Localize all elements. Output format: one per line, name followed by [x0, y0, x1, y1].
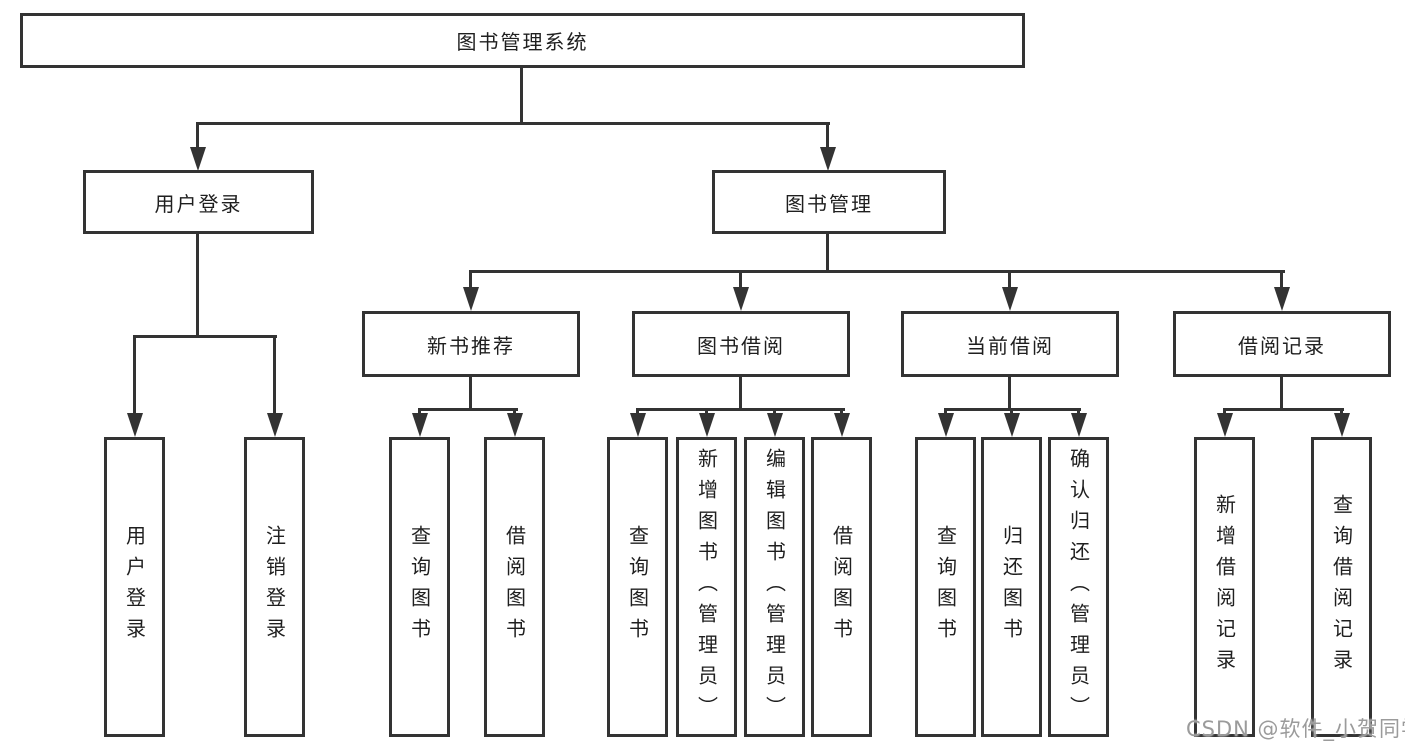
connector-stem	[1340, 408, 1343, 416]
connector-borrowing-split	[636, 408, 845, 411]
arrow-down-icon	[267, 413, 283, 437]
connector-stem	[1280, 270, 1283, 290]
leaf-add-books-admin: 新增图书（管理员）	[676, 437, 737, 737]
connector-root-drop	[520, 68, 523, 122]
arrow-down-icon	[938, 413, 954, 437]
arrow-down-icon	[1274, 287, 1290, 311]
node-book-borrowing: 图书借阅	[632, 311, 850, 377]
leaf-edit-books-admin: 编辑图书（管理员）	[744, 437, 805, 737]
connector-stem	[513, 408, 516, 416]
connector-book-mgmt-split	[469, 270, 1285, 273]
arrow-down-icon	[190, 147, 206, 171]
arrow-down-icon	[733, 287, 749, 311]
arrow-down-icon	[834, 413, 850, 437]
connector-borrowing-drop	[739, 377, 742, 408]
arrow-down-icon	[1334, 413, 1350, 437]
leaf-borrow-books-recommend: 借阅图书	[484, 437, 545, 737]
connector-stem	[636, 408, 639, 416]
arrow-down-icon	[1002, 287, 1018, 311]
connector-stem	[826, 122, 829, 150]
connector-stem	[133, 335, 136, 415]
connector-stem	[273, 335, 276, 415]
arrow-down-icon	[127, 413, 143, 437]
node-current-borrowing: 当前借阅	[901, 311, 1119, 377]
connector-current-drop	[1008, 377, 1011, 408]
leaf-user-login: 用户登录	[104, 437, 165, 737]
connector-stem	[469, 270, 472, 290]
connector-stem	[418, 408, 421, 416]
leaf-query-books-current: 查询图书	[915, 437, 976, 737]
arrow-down-icon	[630, 413, 646, 437]
arrow-down-icon	[507, 413, 523, 437]
connector-recommend-split	[418, 408, 518, 411]
leaf-add-borrow-record: 新增借阅记录	[1194, 437, 1255, 737]
arrow-down-icon	[1004, 413, 1020, 437]
connector-user-login-drop	[196, 234, 199, 335]
connector-records-drop	[1280, 377, 1283, 408]
arrow-down-icon	[412, 413, 428, 437]
leaf-logout: 注销登录	[244, 437, 305, 737]
node-new-book-recommend: 新书推荐	[362, 311, 580, 377]
node-user-login: 用户登录	[83, 170, 314, 234]
leaf-confirm-return-admin: 确认归还（管理员）	[1048, 437, 1109, 737]
connector-recommend-drop	[469, 377, 472, 408]
arrow-down-icon	[463, 287, 479, 311]
connector-stem	[196, 122, 199, 150]
leaf-query-borrow-record: 查询借阅记录	[1311, 437, 1372, 737]
connector-stem	[705, 408, 708, 416]
leaf-query-books-recommend: 查询图书	[389, 437, 450, 737]
connector-book-mgmt-drop	[826, 234, 829, 270]
node-root-library-system: 图书管理系统	[20, 13, 1025, 68]
connector-stem	[1010, 408, 1013, 416]
arrow-down-icon	[1217, 413, 1233, 437]
leaf-return-books: 归还图书	[981, 437, 1042, 737]
arrow-down-icon	[767, 413, 783, 437]
csdn-watermark: CSDN @软件_小贺同学	[1186, 717, 1405, 741]
connector-user-login-split	[133, 335, 277, 338]
arrow-down-icon	[699, 413, 715, 437]
node-borrowing-records: 借阅记录	[1173, 311, 1391, 377]
leaf-borrow-books: 借阅图书	[811, 437, 872, 737]
connector-stem	[739, 270, 742, 290]
connector-records-split	[1223, 408, 1344, 411]
connector-stem	[1223, 408, 1226, 416]
leaf-query-books-borrowing: 查询图书	[607, 437, 668, 737]
connector-stem	[1077, 408, 1080, 416]
connector-root-split	[196, 122, 830, 125]
arrow-down-icon	[820, 147, 836, 171]
connector-stem	[840, 408, 843, 416]
connector-stem	[944, 408, 947, 416]
node-book-management: 图书管理	[712, 170, 946, 234]
connector-stem	[1008, 270, 1011, 290]
connector-stem	[773, 408, 776, 416]
arrow-down-icon	[1071, 413, 1087, 437]
